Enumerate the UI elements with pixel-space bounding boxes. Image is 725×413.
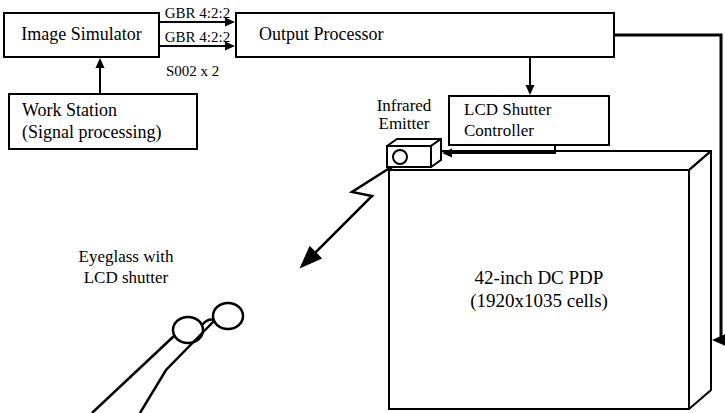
connector-arrow [526,58,535,95]
signal-label: S002 x 2 [166,63,219,80]
connector-arrow [96,58,105,93]
infrared-beam [302,164,396,266]
process-box: LCD Shutter Controller [448,95,610,146]
part-label: Eyeglass with LCD shutter [66,246,186,289]
arrowhead [712,334,725,346]
process-box: Work Station (Signal processing) [8,93,198,150]
box-label: Work Station (Signal processing) [22,100,172,143]
signal-label: GBR 4:2:2 [165,5,230,22]
process-box: Image Simulator [3,12,160,58]
arrowhead [442,149,452,158]
box-label: Image Simulator [21,24,141,46]
panel-label: 42-inch DC PDP (1920x1035 cells) [459,267,619,313]
arrowhead [526,85,535,95]
infrared-emitter: Infrared Emitter [386,138,442,168]
arrowhead [96,58,105,68]
eyeglass-drawing [92,303,243,413]
display-panel: 42-inch DC PDP (1920x1035 cells) [388,150,712,410]
box-label: LCD Shutter Controller [464,100,584,141]
signal-label: GBR 4:2:2 [165,29,230,46]
connector-arrow [615,35,725,346]
emitter-shape [386,138,442,168]
emitter-label: Infrared Emitter [366,97,442,134]
process-box: Output Processor [235,12,615,58]
box-label: Output Processor [259,24,384,46]
